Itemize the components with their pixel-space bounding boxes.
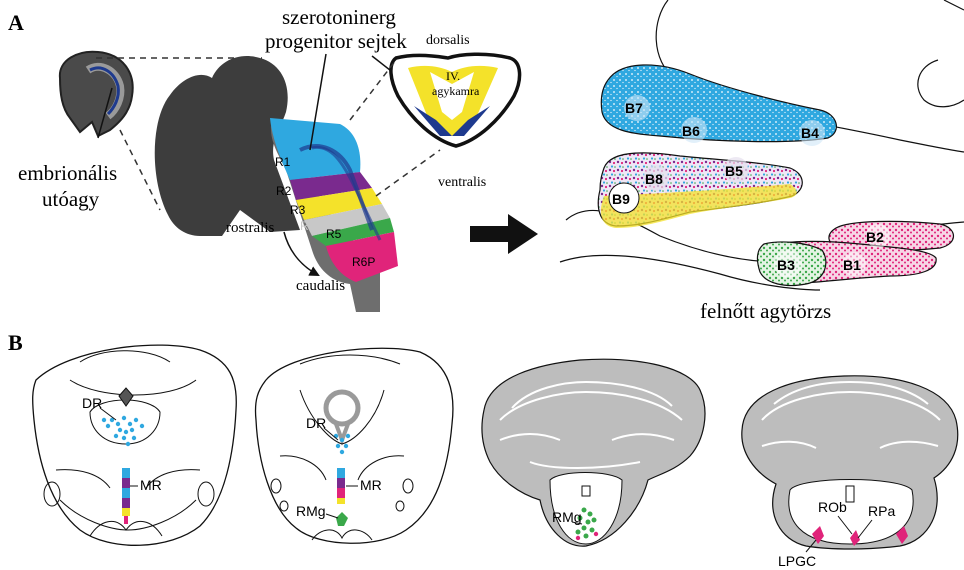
rhombomere-r6p: R6P — [352, 255, 375, 269]
section4-rpa-label: RPa — [868, 503, 895, 519]
nucleus-b8-label: B8 — [645, 171, 663, 187]
rhombomere-stripes — [270, 118, 398, 282]
rhombomere-r2: R2 — [276, 184, 292, 198]
nucleus-b7-label: B7 — [625, 100, 643, 116]
section1-dr-label: DR — [82, 395, 102, 411]
cell-cluster-mr-1 — [122, 468, 130, 524]
section4-rob-label: ROb — [818, 499, 847, 515]
caudal-label: caudalis — [296, 278, 345, 294]
dorsal-label: dorsalis — [426, 33, 470, 48]
cell-cluster-mr-2 — [337, 468, 345, 504]
section1-mr-label: MR — [140, 477, 162, 493]
nucleus-b6-label: B6 — [682, 123, 700, 139]
progenitor-label-line1: szerotoninerg — [282, 5, 396, 29]
section2-rmg-label: RMg — [296, 503, 326, 519]
section2-dr-label: DR — [306, 415, 326, 431]
rhombomere-r4: R4 — [300, 219, 316, 233]
rhombomere-r5: R5 — [326, 227, 342, 241]
embryo-head-icon — [60, 52, 133, 136]
rostral-label: rostralis — [226, 220, 274, 236]
rhombomere-r3: R3 — [290, 203, 306, 217]
nucleus-b3-label: B3 — [777, 257, 795, 273]
progenitor-label-line2: progenitor sejtek — [265, 29, 407, 53]
section2-mr-label: MR — [360, 477, 382, 493]
rhombomere-r1: R1 — [275, 155, 291, 169]
ventricle-label-2: agykamra — [432, 84, 480, 98]
development-arrow-icon — [470, 214, 538, 254]
zoom-line — [376, 150, 440, 196]
ventral-label: ventralis — [438, 175, 486, 190]
brain-section-2 — [255, 348, 452, 543]
panel-b-label: B — [8, 330, 23, 355]
nucleus-b4-label: B4 — [801, 125, 819, 141]
brain-section-1 — [33, 345, 237, 545]
zoom-line — [120, 130, 160, 210]
brain-section-4 — [742, 376, 958, 549]
neural-tube-cross-section — [391, 54, 520, 146]
nucleus-b9-label: B9 — [612, 191, 630, 207]
panel-a-label: A — [8, 10, 24, 35]
ventricle-label-1: IV. — [446, 69, 460, 83]
nucleus-b1-label: B1 — [843, 257, 861, 273]
nucleus-b5-label: B5 — [725, 163, 743, 179]
adult-brainstem-label: felnőtt agytörzs — [700, 299, 831, 323]
embryo-label-line1: embrionális — [18, 161, 117, 185]
nucleus-b2-label: B2 — [866, 229, 884, 245]
embryo-label-line2: utóagy — [42, 187, 100, 211]
section4-lpgc-label: LPGC — [778, 553, 816, 569]
